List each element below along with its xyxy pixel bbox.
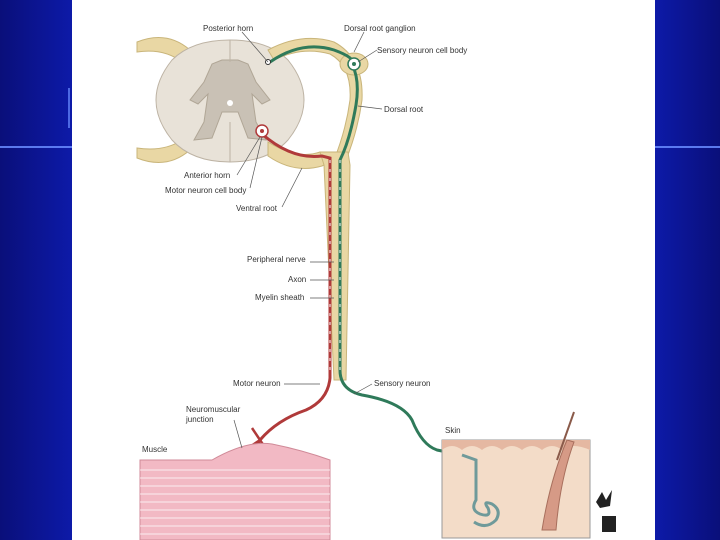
label-posterior-horn: Posterior horn [203,24,253,33]
label-dorsal-root-ganglion: Dorsal root ganglion [344,24,416,33]
motor-neuron-nucleus [260,129,264,133]
label-neuromuscular-junction-2: junction [185,415,214,424]
label-skin: Skin [445,426,461,435]
neuron-diagram: Posterior horn Dorsal root ganglion Sens… [136,24,616,540]
decor-line [0,146,72,148]
publisher-logo [596,490,616,532]
sensory-receptor-coil [461,453,500,527]
skin-epidermis [442,440,590,450]
label-axon: Axon [288,275,306,284]
label-sensory-neuron: Sensory neuron [374,379,430,388]
hair-shaft [556,411,575,461]
background-left [0,0,72,540]
central-canal [227,100,233,106]
hair-follicle [541,439,575,531]
leader-lines [233,31,383,449]
label-sensory-neuron-cell-body: Sensory neuron cell body [377,46,467,55]
motor-axon [258,132,332,441]
decor-line [68,88,70,128]
label-dorsal-root: Dorsal root [384,105,424,114]
sensory-axon [269,45,463,457]
sensory-neuron-nucleus [352,62,356,66]
label-motor-neuron: Motor neuron [233,379,281,388]
label-ventral-root: Ventral root [236,204,278,213]
peripheral-nerve [319,151,351,381]
label-muscle: Muscle [142,445,168,454]
label-myelin-sheath: Myelin sheath [255,293,304,302]
label-motor-neuron-cell-body: Motor neuron cell body [165,186,246,195]
label-neuromuscular-junction-1: Neuromuscular [186,405,241,414]
slide: Posterior horn Dorsal root ganglion Sens… [72,0,655,540]
muscle-block [139,442,331,540]
label-peripheral-nerve: Peripheral nerve [247,255,306,264]
background-right [655,0,720,540]
decor-line [655,146,720,148]
label-anterior-horn: Anterior horn [184,171,230,180]
muscle-striations [140,469,330,535]
